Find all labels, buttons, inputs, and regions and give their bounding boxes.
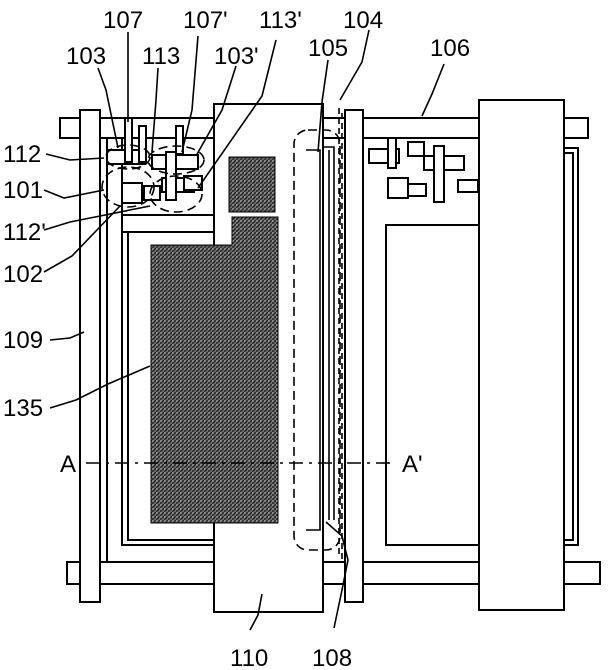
label-109: 109 (3, 327, 43, 354)
label-108: 108 (312, 645, 352, 670)
label-113p: 113' (259, 7, 302, 34)
data-line-109 (80, 110, 100, 602)
label-104: 104 (343, 7, 383, 34)
label-135: 135 (3, 395, 43, 422)
label-A: A (60, 451, 76, 478)
label-103p: 103' (214, 43, 259, 70)
label-107p: 107' (183, 7, 228, 34)
label-103: 103 (66, 43, 106, 70)
data-line-104 (345, 110, 363, 602)
label-112: 112 (3, 141, 41, 168)
label-102: 102 (3, 261, 43, 288)
label-113: 113 (142, 43, 180, 70)
label-101: 101 (3, 177, 43, 204)
label-106: 106 (430, 35, 470, 62)
label-Ap: A' (402, 451, 423, 478)
label-112p: 112' (3, 219, 46, 246)
label-110: 110 (230, 645, 268, 670)
right-pixel-106 (360, 100, 578, 610)
label-105: 105 (308, 35, 348, 62)
label-107: 107 (103, 7, 143, 34)
